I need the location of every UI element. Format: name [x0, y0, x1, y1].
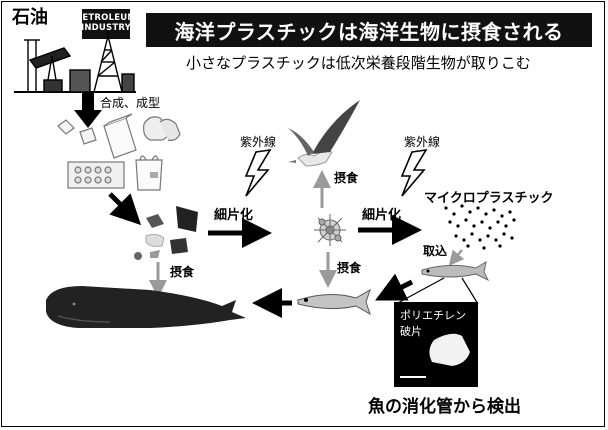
fragmentation-label-left: 細片化	[214, 208, 254, 223]
badge-line-1: PETROLEUM	[76, 13, 136, 24]
plankton-icon	[314, 214, 346, 246]
title-banner: 海洋プラスチックは海洋生物に摂食される	[146, 13, 592, 47]
ingest-label-bird: 摂食	[334, 171, 359, 185]
diagram-subtitle: 小さなプラスチックは低次栄養段階生物が取りこむ	[186, 54, 531, 72]
uptake-label: 取込	[423, 244, 448, 258]
badge-line-2: INDUSTRY	[81, 23, 131, 33]
arrow-to-fragments	[108, 192, 142, 226]
uv-label-right: 紫外線	[404, 135, 441, 149]
lightning-icon	[244, 148, 272, 197]
oil-label: 石油	[12, 7, 48, 28]
photo-caption-line-1: ポリエチレン	[400, 309, 466, 322]
diagram-title: 海洋プラスチックは海洋生物に摂食される	[174, 19, 564, 44]
arrow-smallfish-to-fish	[375, 273, 414, 301]
zoom-line-left	[395, 277, 445, 305]
lightning-icon	[400, 148, 428, 197]
ingest-label-fish: 摂食	[337, 261, 362, 275]
ingest-label-left: 摂食	[170, 265, 195, 279]
fish-icon	[297, 288, 371, 316]
uv-label-left: 紫外線	[240, 135, 277, 149]
zoom-line-right	[461, 277, 479, 305]
photo-caption-line-2: 破片	[400, 325, 422, 338]
fragmentation-label-right: 細片化	[362, 208, 402, 223]
whale-icon	[46, 286, 246, 328]
plastic-products-icon	[57, 113, 181, 191]
small-fish-icon	[421, 260, 490, 282]
down-arrow	[74, 92, 102, 128]
synthesis-label: 合成、成型	[100, 96, 161, 110]
microplastic-dots-icon	[444, 204, 516, 250]
seabird-icon	[288, 100, 360, 167]
microplastic-label: マイクロプラスチック	[424, 191, 554, 206]
oil-rig-icon	[14, 30, 136, 93]
plastic-fragments-icon	[134, 206, 198, 260]
petroleum-industry-badge: PETROLEUM INDUSTRY	[76, 9, 136, 39]
arrow-uptake	[448, 249, 465, 266]
detected-label: 魚の消化管から検出	[368, 397, 521, 417]
